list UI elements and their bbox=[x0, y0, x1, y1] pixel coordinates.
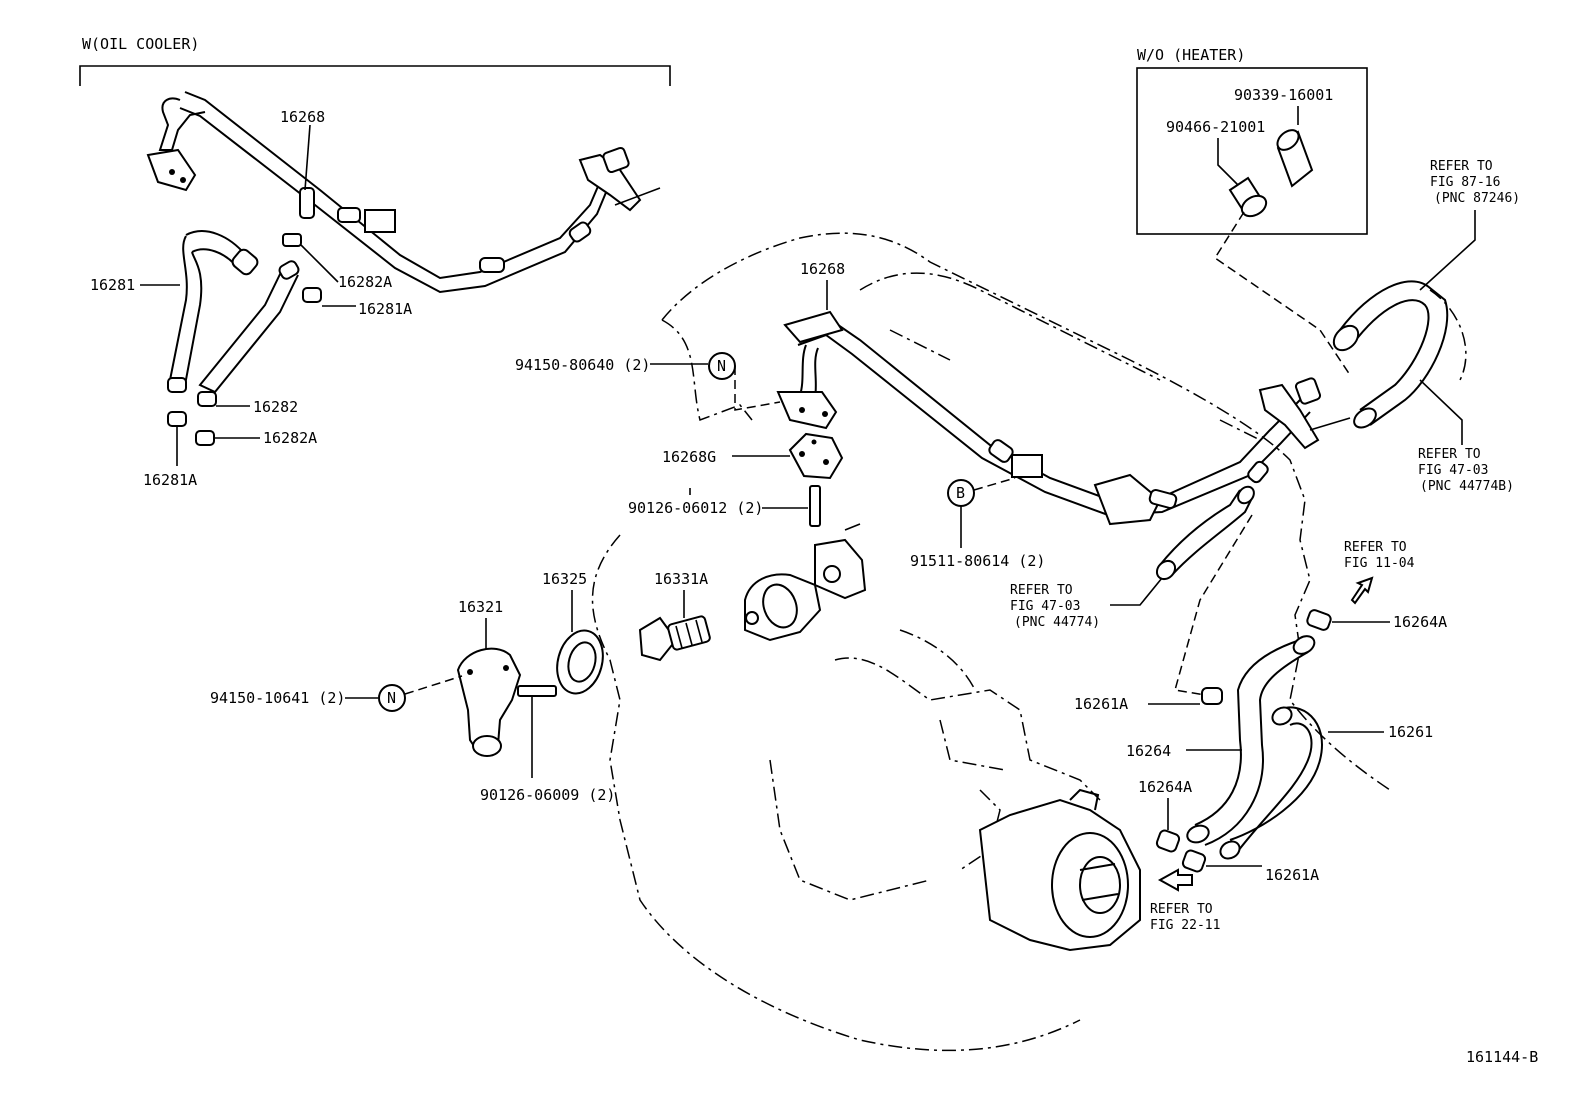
callout-47-03b-line2: FIG 47-03 bbox=[1418, 463, 1488, 478]
label-16281: 16281 bbox=[90, 276, 135, 294]
label-16281A-top: 16281A bbox=[358, 300, 412, 318]
callout-fig-11-04: REFER TO FIG 11-04 bbox=[1344, 540, 1415, 605]
clamp-16264A-bottom bbox=[1155, 829, 1181, 853]
clamp-16261A-mid bbox=[1201, 687, 1223, 705]
label-16321: 16321 bbox=[458, 598, 503, 616]
clamp-16282A-bottom bbox=[195, 430, 215, 446]
heater-header: W/O (HEATER) bbox=[1137, 46, 1245, 64]
outlet-16321 bbox=[456, 647, 522, 757]
label-91511: 91511-80614 (2) bbox=[910, 552, 1045, 570]
oil-cooler-header: W(OIL COOLER) bbox=[82, 35, 199, 53]
leader-90466 bbox=[1217, 138, 1239, 186]
callout-fig-22-11: REFER TO FIG 22-11 bbox=[1150, 868, 1220, 933]
stud-90126-06009 bbox=[517, 685, 557, 697]
callout-87-16-line1: REFER TO bbox=[1430, 159, 1493, 174]
figure-code: 161144-B bbox=[1466, 1048, 1538, 1066]
label-16261A-mid: 16261A bbox=[1074, 695, 1128, 713]
callout-87-16-line3: (PNC 87246) bbox=[1434, 191, 1520, 206]
hose-16261 bbox=[1219, 706, 1323, 860]
label-90126-06009: 90126-06009 (2) bbox=[480, 786, 615, 804]
callout-22-11-line1: REFER TO bbox=[1150, 902, 1213, 917]
label-90339: 90339-16001 bbox=[1234, 86, 1333, 104]
b-symbol-text: B bbox=[956, 484, 965, 502]
label-16282A-bottom: 16282A bbox=[263, 429, 317, 447]
hose-44774 bbox=[1155, 485, 1255, 581]
pipe-16268-top bbox=[146, 91, 661, 294]
label-16261A-bottom: 16261A bbox=[1265, 866, 1319, 884]
hose-16281 bbox=[167, 230, 300, 407]
label-16268-top: 16268 bbox=[280, 108, 325, 126]
callout-47-03-line2: FIG 47-03 bbox=[1010, 599, 1080, 614]
gasket-16325 bbox=[556, 629, 604, 695]
callout-47-03b-line3: (PNC 44774B) bbox=[1420, 479, 1514, 494]
heater-group: W/O (HEATER) 90339-16001 90466-21001 bbox=[1136, 46, 1368, 376]
water-pump bbox=[978, 788, 1141, 952]
heater-hoses bbox=[1332, 280, 1449, 429]
thermostat-housing bbox=[744, 523, 867, 642]
dash-94150-80640 bbox=[734, 366, 781, 411]
label-16264A-bottom: 16264A bbox=[1138, 778, 1192, 796]
callout-fig-47-03: REFER TO FIG 47-03 (PNC 44774) bbox=[1010, 577, 1163, 630]
label-90126-06012: 90126-06012 (2) bbox=[628, 499, 763, 517]
callout-47-03b-line1: REFER TO bbox=[1418, 447, 1481, 462]
callout-47-03-line3: (PNC 44774) bbox=[1014, 615, 1100, 630]
callout-fig-87-16: REFER TO FIG 87-16 (PNC 87246) bbox=[1419, 159, 1520, 291]
hose-16264 bbox=[1186, 635, 1316, 846]
callout-fig-47-03-b: REFER TO FIG 47-03 (PNC 44774B) bbox=[1418, 379, 1514, 494]
clamp-16261A-bottom bbox=[1181, 849, 1207, 873]
dash-94150-10641 bbox=[404, 675, 463, 695]
clamp-16281A-top bbox=[302, 287, 322, 303]
leader-16268-top bbox=[304, 124, 311, 191]
clamp-16281A-bottom bbox=[167, 411, 187, 427]
label-16264A-top: 16264A bbox=[1393, 613, 1447, 631]
clamp-16264A-top bbox=[1306, 609, 1332, 631]
dash-b bbox=[973, 477, 1016, 491]
dash-16261A bbox=[1174, 514, 1253, 696]
n-symbol-bottom-text: N bbox=[387, 689, 396, 707]
n-symbol-bottom bbox=[378, 684, 406, 712]
callout-11-04-line1: REFER TO bbox=[1344, 540, 1407, 555]
oil-cooler-group: W(OIL COOLER) 16268 bbox=[79, 35, 671, 489]
callout-22-11-line2: FIG 22-11 bbox=[1150, 918, 1220, 933]
heater-dashed-link bbox=[1213, 211, 1351, 376]
label-16268G: 16268G bbox=[662, 448, 716, 466]
label-94150-80640: 94150-80640 (2) bbox=[515, 356, 650, 374]
clamp-16282A-top bbox=[282, 233, 302, 247]
clamp-90466 bbox=[1228, 176, 1268, 218]
n-symbol-top-text: N bbox=[717, 357, 726, 375]
label-16325: 16325 bbox=[542, 570, 587, 588]
label-90466: 90466-21001 bbox=[1166, 118, 1265, 136]
label-16268-main: 16268 bbox=[800, 260, 845, 278]
pipe-16268-main bbox=[776, 310, 1351, 526]
label-94150-10641: 94150-10641 (2) bbox=[210, 689, 345, 707]
gasket-16268G bbox=[788, 432, 844, 480]
label-16282: 16282 bbox=[253, 398, 298, 416]
cap-90339 bbox=[1276, 129, 1314, 188]
thermostat-16331A bbox=[638, 615, 711, 662]
label-16331A: 16331A bbox=[654, 570, 708, 588]
callout-87-16-line2: FIG 87-16 bbox=[1430, 175, 1500, 190]
heater-box bbox=[1136, 67, 1368, 235]
stud-90126-06012 bbox=[809, 485, 821, 527]
callout-11-04-line2: FIG 11-04 bbox=[1344, 556, 1415, 571]
leader-16282A-top bbox=[299, 243, 339, 283]
label-16264: 16264 bbox=[1126, 742, 1171, 760]
label-16261: 16261 bbox=[1388, 723, 1433, 741]
label-16282A-top: 16282A bbox=[338, 273, 392, 291]
label-16281A-bottom: 16281A bbox=[143, 471, 197, 489]
engine-outline bbox=[591, 232, 1467, 1052]
oil-cooler-bracket bbox=[79, 65, 671, 86]
callout-47-03-line1: REFER TO bbox=[1010, 583, 1073, 598]
